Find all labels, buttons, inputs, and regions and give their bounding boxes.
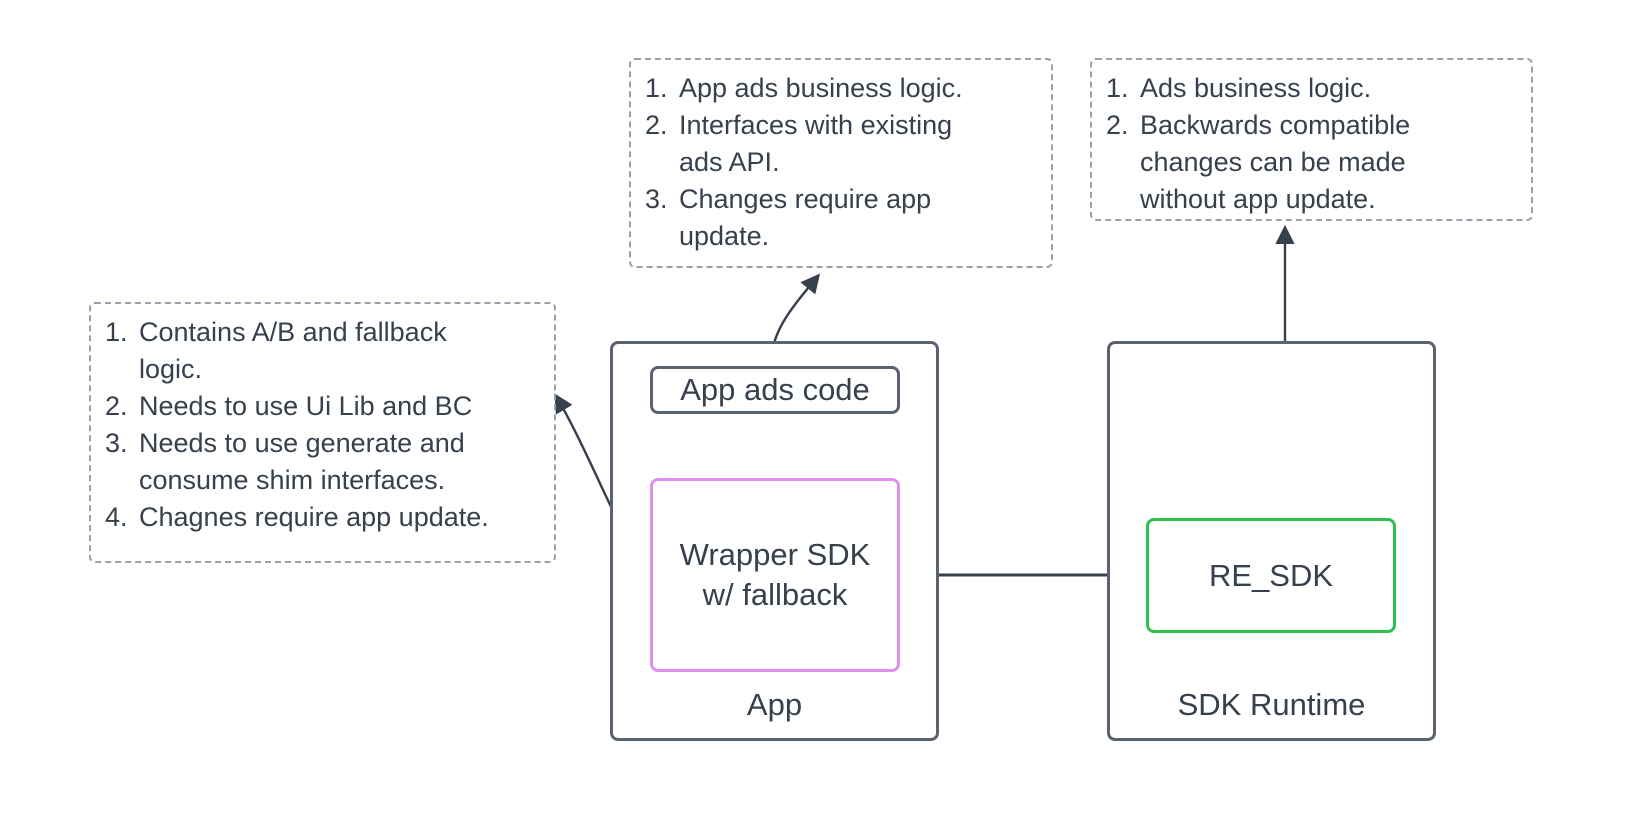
note-item: Backwards compatible changes can be made… — [1106, 107, 1411, 214]
note-item: Changes require app update. — [645, 181, 932, 251]
note-item: Contains A/B and fallback logic. — [105, 314, 447, 384]
app-container-label: App — [746, 687, 803, 722]
wrapper-sdk-note-list: Contains A/B and fallback logic. Needs t… — [105, 314, 540, 536]
app-ads-code-label: App ads code — [680, 372, 870, 407]
note-item: Interfaces with existing ads API. — [645, 107, 953, 177]
re-sdk-box: RE_SDK — [1146, 518, 1396, 633]
re-sdk-note: Ads business logic. Backwards compatible… — [1090, 58, 1533, 221]
note-item: Ads business logic. — [1106, 70, 1372, 107]
app-ads-code-note-list: App ads business logic. Interfaces with … — [645, 70, 1037, 255]
sdk-runtime-container-label: SDK Runtime — [1177, 687, 1366, 722]
note-item: Chagnes require app update. — [105, 499, 489, 536]
app-ads-code-box: App ads code — [650, 366, 900, 414]
re-sdk-note-list: Ads business logic. Backwards compatible… — [1106, 70, 1517, 218]
re-sdk-label: RE_SDK — [1208, 557, 1334, 593]
wrapper-sdk-note: Contains A/B and fallback logic. Needs t… — [89, 302, 556, 563]
app-ads-code-note: App ads business logic. Interfaces with … — [629, 58, 1053, 268]
wrapper-sdk-label: Wrapper SDK w/ fallback — [679, 537, 871, 612]
note-item: Needs to use generate and consume shim i… — [105, 425, 465, 495]
note-item: Needs to use Ui Lib and BC — [105, 388, 473, 425]
wrapper-sdk-box: Wrapper SDK w/ fallback — [650, 478, 900, 672]
note-item: App ads business logic. — [645, 70, 963, 107]
